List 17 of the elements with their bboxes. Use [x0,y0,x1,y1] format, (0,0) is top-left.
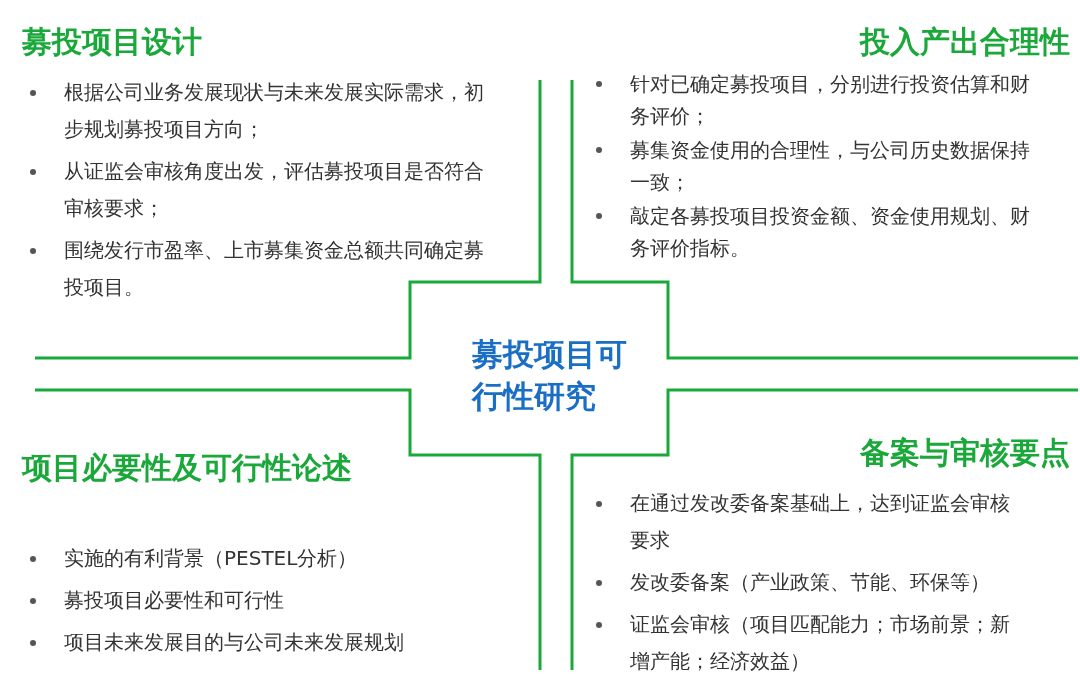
center-title: 募投项目可行性研究 [472,335,628,416]
bullet-text: 围绕发行市盈率、上市募集资金总额共同确定募投项目。 [64,238,484,299]
section-heading: 项目必要性及可行性论述 [22,449,352,487]
bullet-text: 实施的有利背景（PESTEL分析） [64,546,358,570]
bullet-text: 针对已确定募投项目，分别进行投资估算和财务评价； [630,72,1030,128]
bullet-text: 根据公司业务发展现状与未来发展实际需求，初步规划募投项目方向； [64,80,484,141]
bullet-text: 项目未来发展目的与公司未来发展规划 [64,630,404,654]
bullet-text: 募集资金使用的合理性，与公司历史数据保持一致； [630,138,1030,194]
bullet-text: 在通过发改委备案基础上，达到证监会审核要求 [630,491,1010,552]
bullet-text: 证监会审核（项目匹配能力；市场前景；新增产能；经济效益） [630,612,1010,673]
section-heading: 募投项目设计 [22,23,203,61]
bullet-text: 敲定各募投项目投资金额、资金使用规划、财务评价指标。 [630,204,1030,260]
section-heading: 备案与审核要点 [859,434,1070,472]
bullet-text: 发改委备案（产业政策、节能、环保等） [630,570,990,594]
bullet-text: 募投项目必要性和可行性 [64,588,284,612]
section-heading: 投入产出合理性 [858,23,1070,61]
bullet-text: 从证监会审核角度出发，评估募投项目是否符合审核要求； [64,159,484,220]
